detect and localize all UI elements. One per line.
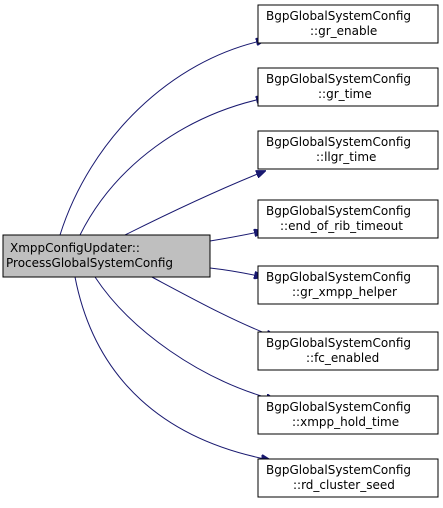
edge-to-xmpp-hold-time [94, 276, 275, 400]
edge-to-gr-xmpp-helper [209, 267, 263, 277]
target-node-label-line1: BgpGlobalSystemConfig [266, 204, 411, 218]
target-node-rd-cluster-seed[interactable]: BgpGlobalSystemConfig ::rd_cluster_seed [257, 458, 439, 498]
target-node-label-line1: BgpGlobalSystemConfig [266, 72, 411, 86]
target-node-gr-xmpp-helper[interactable]: BgpGlobalSystemConfig ::gr_xmpp_helper [257, 265, 439, 305]
target-node-llgr-time[interactable]: BgpGlobalSystemConfig ::llgr_time [257, 130, 439, 170]
source-node-label-line1: XmppConfigUpdater:: [10, 241, 140, 255]
edge-to-gr-time [79, 98, 265, 236]
target-node-xmpp-hold-time[interactable]: BgpGlobalSystemConfig ::xmpp_hold_time [257, 395, 439, 435]
target-node-label-line1: BgpGlobalSystemConfig [266, 9, 411, 23]
edges [59, 40, 275, 460]
target-node-label-line2: ::gr_time [318, 87, 372, 101]
target-node-gr-time[interactable]: BgpGlobalSystemConfig ::gr_time [257, 67, 439, 107]
target-node-label-line1: BgpGlobalSystemConfig [266, 135, 411, 149]
edge-to-fc-enabled [149, 275, 275, 337]
source-node-label-line2: ProcessGlobalSystemConfig [6, 256, 173, 270]
target-node-label-line1: BgpGlobalSystemConfig [266, 463, 411, 477]
edge-to-llgr-time [124, 171, 265, 236]
target-node-label-line2: ::end_of_rib_timeout [280, 219, 403, 233]
target-node-label-line1: BgpGlobalSystemConfig [266, 270, 411, 284]
target-node-label-line2: ::llgr_time [316, 150, 376, 164]
edge-to-end-of-rib-timeout [209, 231, 263, 242]
target-node-gr-enable[interactable]: BgpGlobalSystemConfig ::gr_enable [257, 4, 439, 44]
target-node-fc-enabled[interactable]: BgpGlobalSystemConfig ::fc_enabled [257, 331, 439, 371]
edge-to-gr-enable [59, 40, 265, 236]
target-node-label-line1: BgpGlobalSystemConfig [266, 336, 411, 350]
source-node[interactable]: XmppConfigUpdater:: ProcessGlobalSystemC… [2, 234, 211, 278]
target-node-label-line2: ::rd_cluster_seed [293, 478, 395, 492]
target-node-end-of-rib-timeout[interactable]: BgpGlobalSystemConfig ::end_of_rib_timeo… [257, 199, 439, 239]
target-node-label-line2: ::gr_xmpp_helper [292, 285, 397, 299]
target-node-label-line2: ::gr_enable [310, 24, 377, 38]
target-node-label-line2: ::fc_enabled [306, 351, 379, 365]
edge-to-rd-cluster-seed [74, 276, 270, 460]
target-node-label-line2: ::xmpp_hold_time [292, 415, 399, 429]
target-node-label-line1: BgpGlobalSystemConfig [266, 400, 411, 414]
